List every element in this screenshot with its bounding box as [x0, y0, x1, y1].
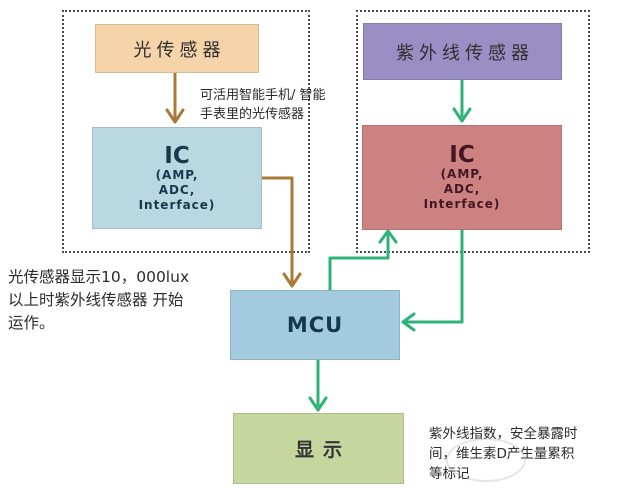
ic-right-box: IC (AMP, ADC, Interface) — [362, 125, 562, 230]
ic-right-sub-line: ADC, — [443, 182, 481, 196]
ic-left-sub-line: ADC, — [158, 182, 196, 197]
ic-right-sub-line: Interface) — [423, 197, 501, 211]
uv-sensor-label: 紫外线传感器 — [396, 42, 534, 64]
light-sensor-label: 光传感器 — [133, 39, 226, 61]
mcu-box: MCU — [230, 290, 400, 360]
uv-sensor-box: 紫外线传感器 — [363, 23, 562, 80]
lux-note-line: 光传感器显示10，000lux — [8, 268, 190, 286]
ic-left-sub-line: Interface) — [138, 197, 216, 212]
lux-threshold-note: 光传感器显示10，000lux 以上时紫外线传感器 开始 运作。 — [8, 266, 189, 335]
lux-note-line: 运作。 — [8, 314, 55, 332]
arrow-mcu-to-display — [308, 356, 328, 412]
display-content-note: 紫外线指数，安全暴露时 间，维生素D产生量累积 等标记 — [429, 424, 578, 484]
smartphone-note-line: 可活用智能手机/ 智能 — [200, 88, 326, 103]
mcu-label: MCU — [286, 313, 344, 337]
ic-left-sub-line: (AMP, — [155, 167, 199, 182]
light-sensor-box: 光传感器 — [95, 24, 259, 73]
display-note-line: 间，维生素D产生量累积 — [429, 446, 575, 462]
ic-left-box: IC (AMP, ADC, Interface) — [92, 127, 262, 229]
uv-sensor-group-frame — [356, 10, 590, 253]
display-box: 显示 — [233, 413, 404, 484]
lux-note-line: 以上时紫外线传感器 开始 — [8, 291, 184, 309]
ic-right-title: IC — [449, 142, 475, 168]
smartphone-note-line: 手表里的光传感器 — [200, 107, 305, 122]
display-note-line: 紫外线指数，安全暴露时 — [429, 426, 578, 442]
ic-right-sub-line: (AMP, — [440, 167, 484, 181]
smartphone-note: 可活用智能手机/ 智能 手表里的光传感器 — [200, 86, 326, 124]
display-label: 显示 — [294, 439, 351, 461]
light-sensor-group-frame — [62, 10, 310, 253]
display-note-line: 等标记 — [429, 466, 470, 482]
ic-left-title: IC — [164, 142, 190, 169]
